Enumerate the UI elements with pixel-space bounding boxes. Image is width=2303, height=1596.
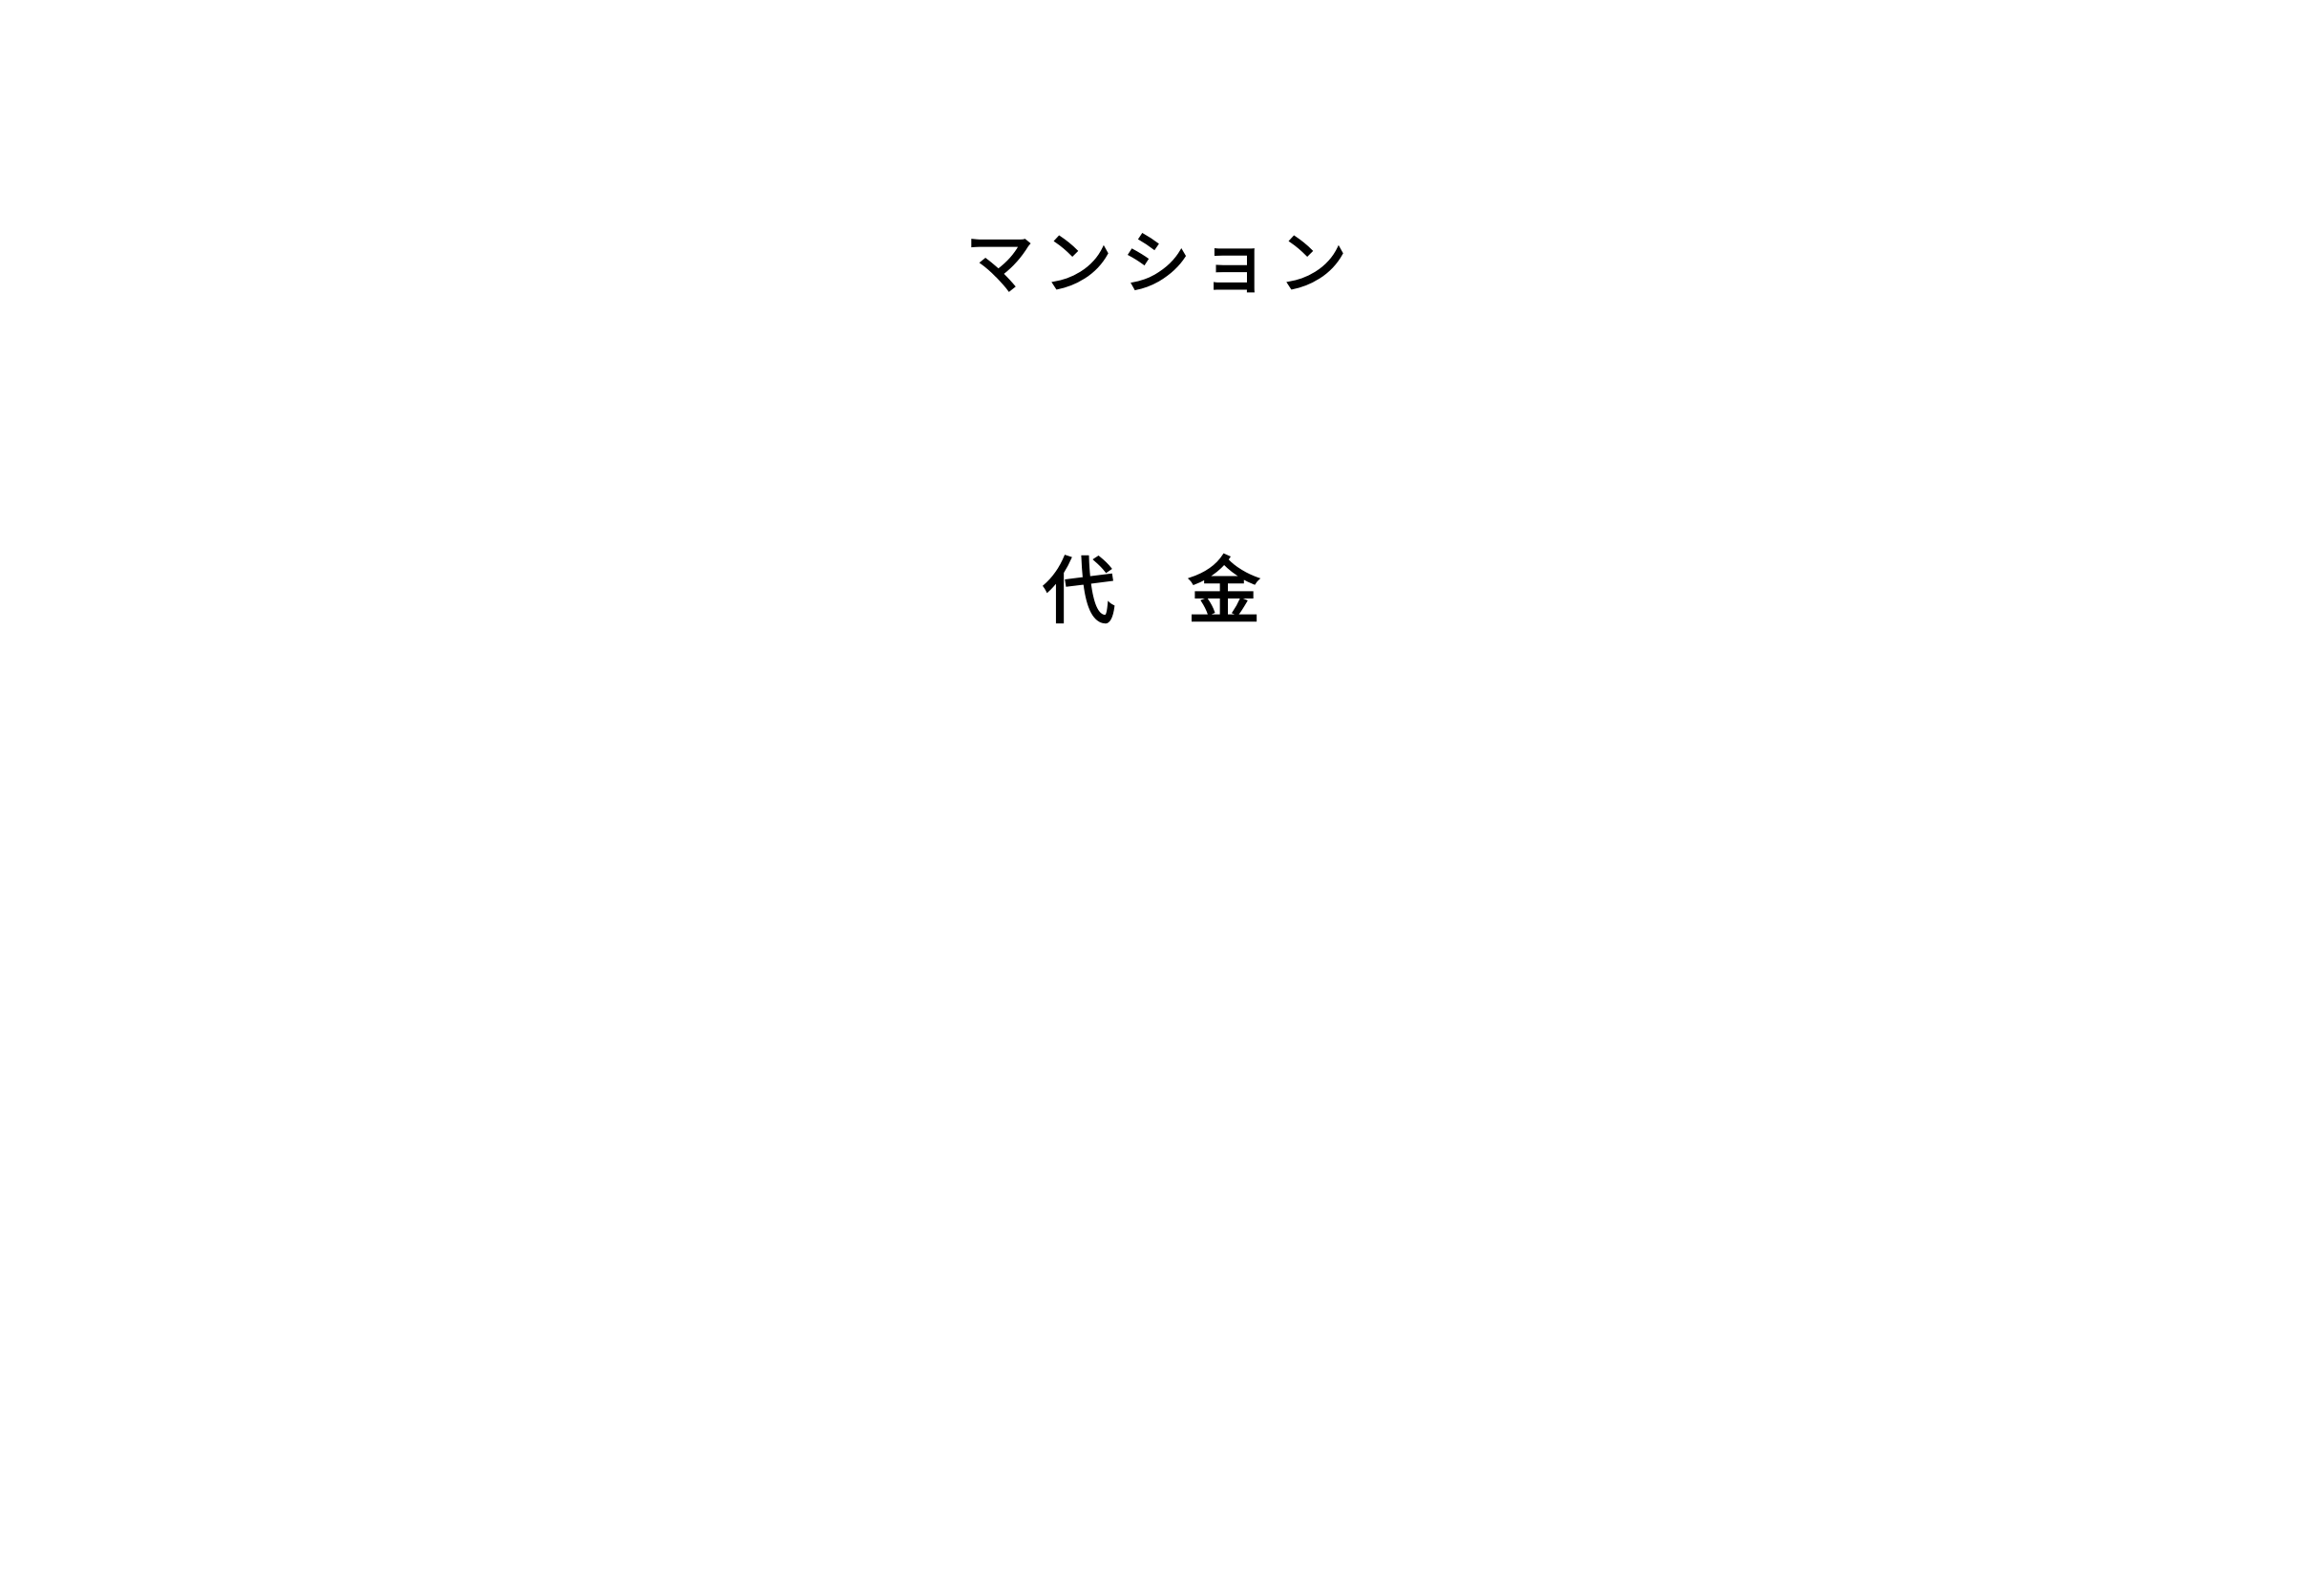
word-daikin-text: 代 金 [1043, 549, 1260, 634]
word-mansion-text: マンション [964, 223, 1357, 304]
